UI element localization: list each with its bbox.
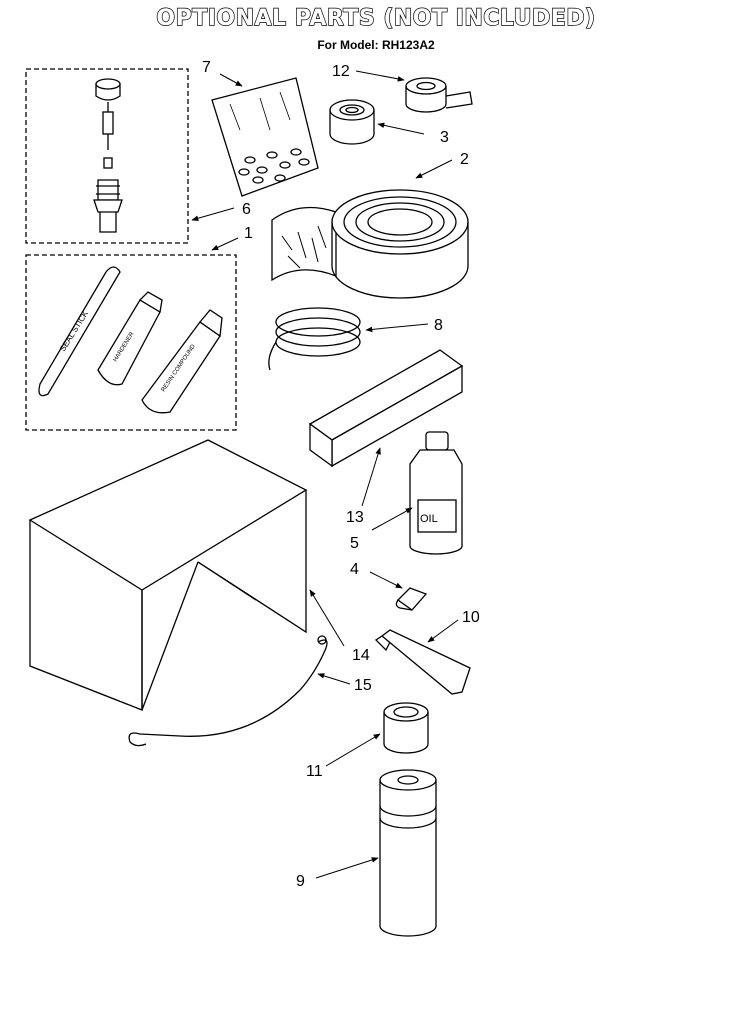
callout-13: 13 — [346, 509, 364, 526]
part-8-coil — [268, 307, 361, 371]
callout-8: 8 — [434, 317, 443, 334]
page-title: OPTIONAL PARTS (NOT INCLUDED) — [156, 5, 596, 31]
part-12-tape-roll — [405, 77, 473, 113]
part-2-insulation-roll — [271, 189, 469, 299]
callout-6: 6 — [242, 201, 251, 218]
callout-1: 1 — [244, 225, 253, 242]
part-15-cord — [128, 635, 328, 747]
callout-14: 14 — [352, 647, 370, 664]
callout-15: 15 — [354, 677, 372, 694]
callout-10: 10 — [462, 609, 480, 626]
callout-7: 7 — [202, 59, 211, 76]
callout-11: 11 — [306, 763, 323, 780]
callout-arrows — [191, 70, 459, 879]
part-13-foam-block — [308, 349, 464, 468]
part-5-oil-bottle — [409, 431, 463, 555]
callout-4: 4 — [350, 561, 359, 578]
part-1-sealing-kit — [25, 254, 237, 431]
part-4-nozzle — [395, 587, 428, 611]
part-3-tape-roll — [329, 99, 375, 145]
model-subtitle: For Model: RH123A2 — [317, 38, 435, 52]
oil-label: OIL — [420, 513, 438, 525]
part-11-tape-roll — [383, 702, 429, 754]
part-10-tube — [374, 629, 471, 695]
callout-5: 5 — [350, 535, 359, 552]
callout-3: 3 — [440, 129, 449, 146]
part-6-fitting-kit — [25, 68, 189, 244]
callout-12: 12 — [332, 63, 350, 80]
part-14-cover — [28, 439, 308, 711]
part-7-clip-bag — [211, 77, 319, 197]
callout-2: 2 — [460, 151, 469, 168]
part-9-aerosol-can — [379, 769, 437, 937]
callout-9: 9 — [296, 873, 305, 890]
